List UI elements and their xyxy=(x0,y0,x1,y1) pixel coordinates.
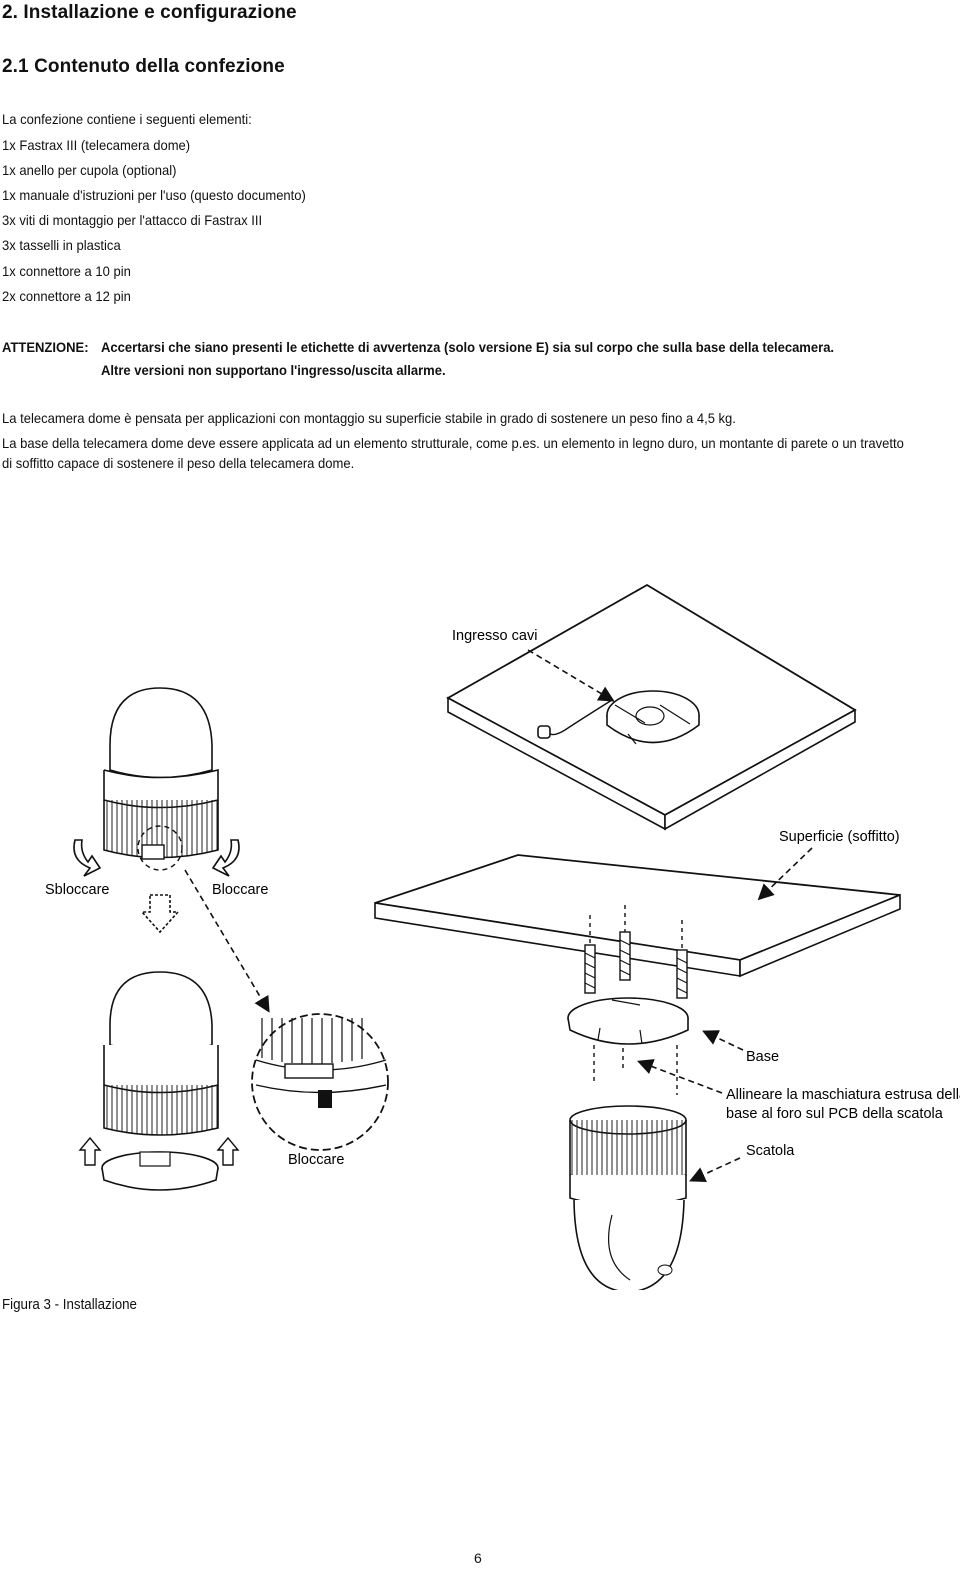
label-bloccare-bottom: Bloccare xyxy=(288,1152,344,1168)
paragraph-mounting-line-2: di soffitto capace di sostenere il peso … xyxy=(2,455,355,471)
rotate-right-icon xyxy=(211,839,240,877)
list-item: 1x anello per cupola (optional) xyxy=(2,162,177,178)
base-left xyxy=(101,1151,219,1191)
warning-line-2: Altre versioni non supportano l'ingresso… xyxy=(101,362,446,378)
wall-anchors xyxy=(584,931,688,999)
list-item: 1x Fastrax III (telecamera dome) xyxy=(2,137,191,153)
intro-text: La confezione contiene i seguenti elemen… xyxy=(2,111,252,127)
warning-label: ATTENZIONE: xyxy=(2,339,89,355)
page-number: 6 xyxy=(474,1550,482,1566)
label-allineare-1: Allineare la maschiatura estrusa della xyxy=(726,1087,960,1103)
figure-caption: Figura 3 - Installazione xyxy=(2,1297,137,1313)
paragraph-mounting-line-1: La base della telecamera dome deve esser… xyxy=(2,435,904,451)
leader-base xyxy=(702,1030,744,1051)
up-arrow-right-icon xyxy=(216,1136,240,1166)
list-item: 2x connettore a 12 pin xyxy=(2,288,131,304)
label-sbloccare: Sbloccare xyxy=(45,882,109,898)
camera-left-bottom xyxy=(103,971,219,1136)
installation-figure: Ingresso cavi Superficie (soffitto) Base… xyxy=(45,583,960,1290)
list-item: 3x tasselli in plastica xyxy=(2,237,121,253)
leader-ingresso-cavi xyxy=(527,649,615,702)
list-item: 1x manuale d'istruzioni per l'uso (quest… xyxy=(2,187,306,203)
paragraph-weight: La telecamera dome è pensata per applica… xyxy=(2,410,736,426)
base-right xyxy=(567,997,689,1045)
label-scatola: Scatola xyxy=(746,1143,795,1159)
label-base: Base xyxy=(746,1049,779,1065)
screw-guides xyxy=(589,905,683,1095)
down-arrow-icon xyxy=(140,894,180,934)
section-heading: 2. Installazione e configurazione xyxy=(2,2,297,23)
label-bloccare-top: Bloccare xyxy=(212,882,268,898)
list-item: 1x connettore a 10 pin xyxy=(2,263,131,279)
label-allineare-2: base al foro sul PCB della scatola xyxy=(726,1106,944,1122)
leader-detail xyxy=(184,869,270,1013)
list-item: 3x viti di montaggio per l'attacco di Fa… xyxy=(2,212,263,228)
leader-superficie xyxy=(757,847,813,901)
leader-scatola xyxy=(689,1157,741,1182)
ceiling-slab-bottom xyxy=(374,854,901,978)
camera-left-top xyxy=(103,687,219,871)
camera-right xyxy=(569,1105,687,1290)
base-with-cable xyxy=(537,690,700,745)
warning-line-1: Accertarsi che siano presenti le etichet… xyxy=(101,339,835,355)
subsection-heading: 2.1 Contenuto della confezione xyxy=(2,56,285,77)
lock-detail-circle xyxy=(251,1013,389,1151)
label-superficie: Superficie (soffitto) xyxy=(779,829,900,845)
rotate-left-icon xyxy=(73,839,102,877)
leader-allineare xyxy=(637,1059,723,1094)
up-arrow-left-icon xyxy=(78,1136,102,1166)
label-ingresso-cavi: Ingresso cavi xyxy=(452,628,537,644)
